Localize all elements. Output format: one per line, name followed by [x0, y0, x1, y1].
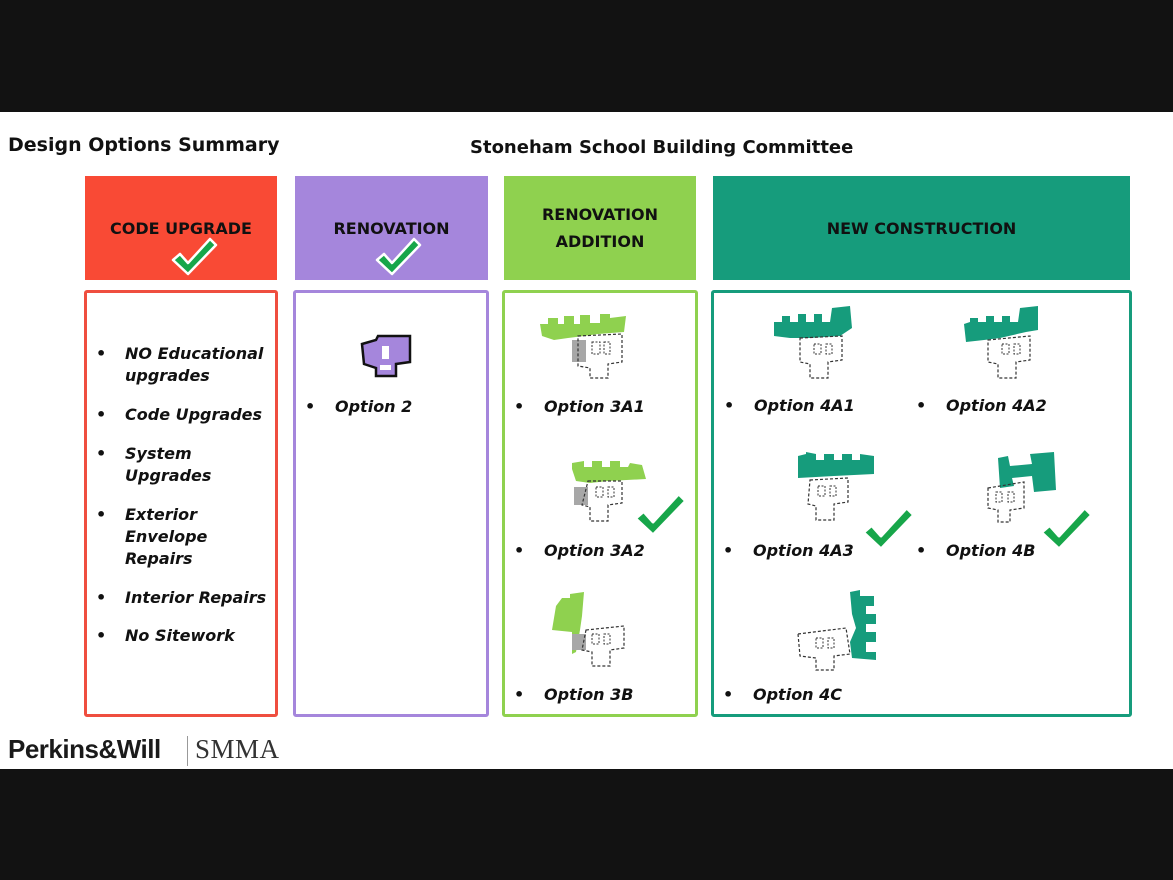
new-construction-panel [711, 290, 1132, 717]
list-item: NO Educational upgrades [96, 343, 270, 387]
renovation-panel [293, 290, 489, 717]
option-3a2-label: Option 3A2 [514, 541, 645, 560]
building-footprint-icon [360, 334, 412, 378]
option-3b-label: Option 3B [514, 685, 634, 704]
option-2-label: Option 2 [305, 397, 412, 416]
category-label: NEW CONSTRUCTION [826, 218, 1017, 238]
check-mark-icon [634, 492, 688, 537]
option-4b-label: Option 4B [916, 541, 1036, 560]
renovation-addition-panel [502, 290, 698, 717]
perkins-will-logo: Perkins&Will [8, 734, 161, 764]
check-mark-icon [375, 237, 422, 276]
building-footprint-icon [797, 590, 876, 671]
building-footprint-icon [987, 452, 1056, 523]
building-footprint-icon [774, 306, 852, 379]
list-item: Exterior Envelope Repairs [96, 504, 235, 570]
list-item: Code Upgrades [96, 404, 270, 426]
building-footprint-icon [964, 306, 1038, 379]
building-footprint-icon [552, 592, 625, 667]
committee-title: Stoneham School Building Committee [470, 137, 854, 158]
option-4c-label: Option 4C [723, 685, 842, 704]
option-4a1-label: Option 4A1 [724, 396, 855, 415]
list-item: Interior Repairs [96, 587, 275, 609]
building-footprint-icon [798, 452, 874, 521]
list-item: System Upgrades [96, 443, 235, 487]
logo-divider [187, 736, 188, 766]
list-item: No Sitework [96, 625, 270, 647]
option-4a3-label: Option 4A3 [723, 541, 854, 560]
smma-logo: SMMA [195, 734, 280, 764]
option-3a1-label: Option 3A1 [514, 397, 645, 416]
building-footprint-icon [540, 314, 626, 379]
building-footprint-icon [572, 461, 646, 522]
slide-title: Design Options Summary [8, 134, 280, 156]
check-mark-icon [1040, 506, 1094, 551]
check-mark-icon [171, 237, 218, 276]
category-label: RENOVATION [333, 218, 450, 238]
category-new-construction: NEW CONSTRUCTION [713, 176, 1130, 280]
category-label: CODE UPGRADE [110, 218, 252, 238]
slide: Design Options Summary Stoneham School B… [0, 112, 1173, 769]
option-4a2-label: Option 4A2 [916, 396, 1047, 415]
check-mark-icon [862, 506, 916, 551]
code-upgrade-panel: NO Educational upgrades Code Upgrades Sy… [84, 290, 278, 717]
